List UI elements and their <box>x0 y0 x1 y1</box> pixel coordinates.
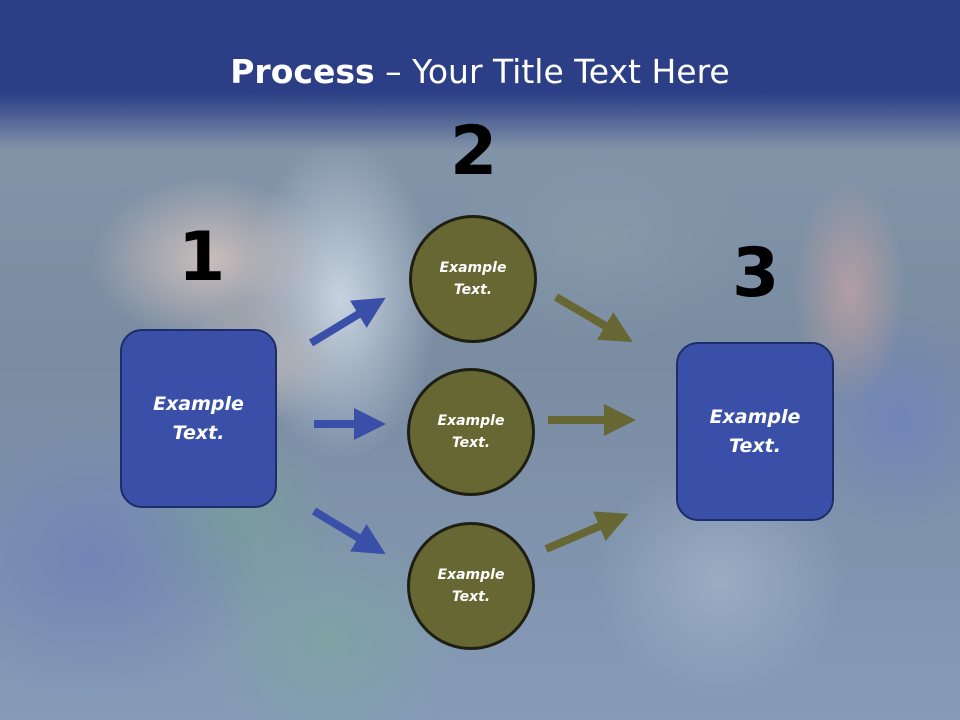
title-band <box>0 0 960 150</box>
step-3-box[interactable]: Example Text. <box>676 342 834 521</box>
arrow-to-circle-bottom <box>311 507 386 555</box>
circle-middle-label: Example Text. <box>437 412 505 451</box>
title-rest: – Your Title Text Here <box>374 52 730 91</box>
step-1-label: Example Text. <box>153 393 244 444</box>
arrow-to-circle-top <box>308 297 386 347</box>
arrow-from-circle-top <box>553 293 633 343</box>
step-number-2: 2 <box>450 112 498 191</box>
arrow-from-circle-bottom <box>544 511 629 553</box>
circle-top-label: Example Text. <box>439 259 507 298</box>
step-2-circle-middle[interactable]: Example Text. <box>407 368 535 496</box>
step-1-box[interactable]: Example Text. <box>120 329 277 508</box>
step-2-circle-bottom[interactable]: Example Text. <box>407 522 535 650</box>
title-bold: Process <box>230 52 375 91</box>
step-3-label: Example Text. <box>709 406 801 457</box>
step-number-3: 3 <box>732 234 780 313</box>
circle-bottom-label: Example Text. <box>437 566 505 605</box>
slide-title[interactable]: Process – Your Title Text Here <box>0 52 960 91</box>
step-number-1: 1 <box>178 218 226 297</box>
step-2-circle-top[interactable]: Example Text. <box>409 215 537 343</box>
